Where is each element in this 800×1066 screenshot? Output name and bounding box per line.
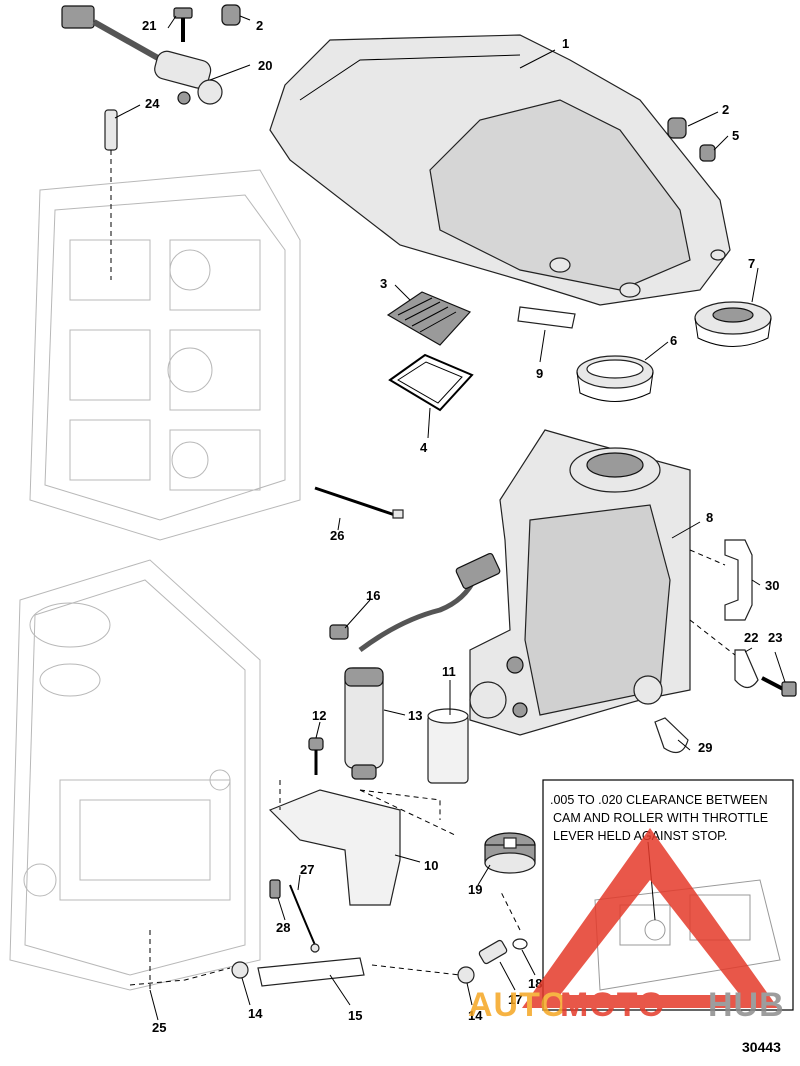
callout-11: 11: [442, 664, 456, 679]
part-26-cable-tie: [314, 486, 404, 519]
watermark-triangle: [522, 828, 778, 1008]
callout-10: 10: [424, 858, 438, 873]
dashed-guide-30: [689, 549, 726, 566]
automotohub-watermark: AUTO MOTO HUB: [468, 828, 785, 1024]
part-23-screw: [761, 676, 797, 697]
callout-6: 6: [670, 333, 677, 348]
watermark-hub: HUB: [708, 986, 785, 1024]
callout-26: 26: [330, 528, 344, 543]
callout-14-left: 14: [248, 1006, 263, 1021]
part-14-clamp-right: [457, 966, 475, 984]
part-15-fuel-hose: [257, 957, 365, 987]
part-30-bracket: [724, 539, 753, 621]
part-24-fitting: [104, 109, 118, 280]
dashed-guide-22: [689, 619, 736, 656]
part-1-intake-cover: [269, 34, 731, 306]
callout-17: 17: [508, 992, 522, 1007]
part-17-fitting: [478, 939, 508, 965]
callout-29: 29: [698, 740, 712, 755]
part-22-clamp: [734, 649, 759, 689]
part-5-grommet: [699, 144, 716, 162]
part-12-screw: [308, 737, 324, 775]
callout-1: 1: [562, 36, 569, 51]
note-line-1: .005 TO .020 CLEARANCE BETWEEN: [550, 793, 768, 807]
part-19-grommet: [484, 832, 536, 874]
callout-12: 12: [312, 708, 326, 723]
part-2-grommet-top: [221, 4, 241, 26]
callout-5: 5: [732, 128, 739, 143]
part-21-screw: [173, 7, 193, 42]
callout-2-right: 2: [722, 102, 729, 117]
callout-21: 21: [142, 18, 156, 33]
part-8-throttle-plenum: [469, 429, 691, 736]
fuel-pump-harness: [358, 552, 501, 653]
part-13-fuel-pump: [344, 667, 384, 780]
watermark-moto: MOTO: [560, 986, 665, 1024]
engine-block-ghost-lower: [9, 559, 261, 991]
part-3-air-filter: [386, 291, 472, 346]
part-16-fitting: [329, 624, 349, 640]
callout-13: 13: [408, 708, 422, 723]
part-9-label: [517, 306, 576, 329]
callout-19: 19: [468, 882, 482, 897]
figure-number: 30443: [742, 1039, 781, 1055]
dashed-fuel-route: [129, 789, 521, 986]
callout-27: 27: [300, 862, 314, 877]
callout-14-right: 14: [468, 1008, 483, 1023]
part-29-clamp: [654, 717, 689, 754]
part-7-seal: [694, 301, 772, 347]
callout-4: 4: [420, 440, 428, 455]
part-4-gasket: [388, 353, 474, 412]
callout-23: 23: [768, 630, 782, 645]
callout-3: 3: [380, 276, 387, 291]
callout-7: 7: [748, 256, 755, 271]
part-11-sleeve: [427, 708, 469, 784]
part-27-ground-strap: [289, 884, 320, 953]
note-line-3: LEVER HELD AGAINST STOP.: [553, 829, 727, 843]
part-6-seal: [576, 355, 654, 402]
part-10-bracket: [268, 780, 441, 906]
part-28-screw: [269, 879, 281, 899]
callout-24: 24: [145, 96, 160, 111]
part-14-clamp-left: [231, 961, 249, 979]
part-18-o-ring: [512, 938, 528, 950]
callout-numbers: 1 2 2 3 4 5 6 7 8 9 10 11 12 13 14 14 15…: [142, 18, 782, 1035]
callout-25: 25: [152, 1020, 166, 1035]
callout-9: 9: [536, 366, 543, 381]
watermark-auto: AUTO: [468, 986, 568, 1024]
callout-2-top: 2: [256, 18, 263, 33]
callout-28: 28: [276, 920, 290, 935]
note-line-2: CAM AND ROLLER WITH THROTTLE: [553, 811, 768, 825]
part-2-grommet-right: [667, 117, 687, 139]
callout-20: 20: [258, 58, 272, 73]
engine-block-ghost-upper: [29, 169, 301, 541]
part-20-sensor: [61, 5, 223, 105]
callout-22: 22: [744, 630, 758, 645]
callout-leaders: [114, 15, 786, 1021]
callout-8: 8: [706, 510, 713, 525]
callout-30: 30: [765, 578, 779, 593]
callout-16: 16: [366, 588, 380, 603]
callout-15: 15: [348, 1008, 362, 1023]
